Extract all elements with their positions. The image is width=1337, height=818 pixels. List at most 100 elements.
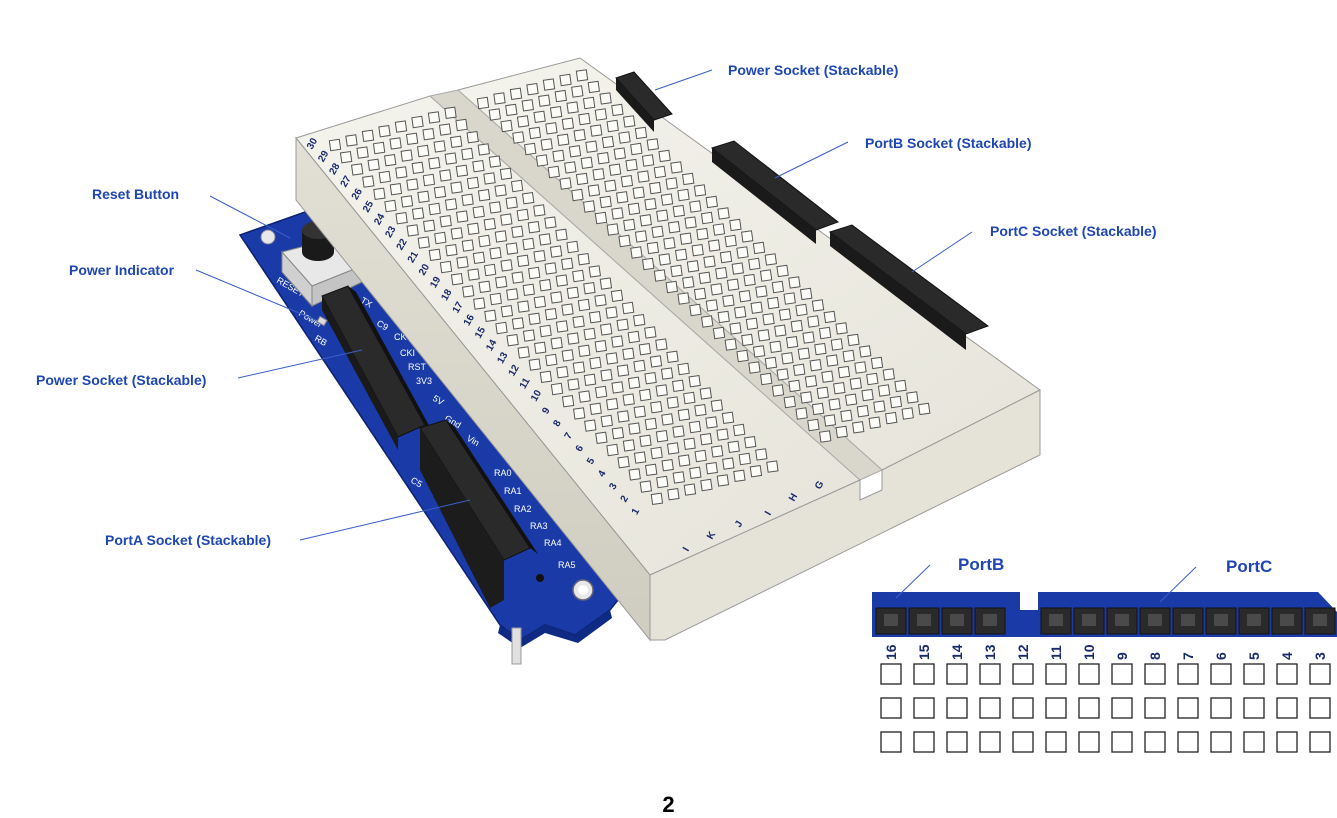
breadboard-hole bbox=[605, 397, 619, 411]
breadboard-hole bbox=[644, 371, 657, 385]
pcb-label: CKI bbox=[400, 348, 415, 358]
breadboard-hole bbox=[422, 173, 436, 187]
breadboard-hole bbox=[717, 207, 730, 220]
breadboard-hole bbox=[552, 149, 565, 163]
breadboard-hole bbox=[378, 170, 392, 184]
breadboard-hole bbox=[611, 103, 624, 117]
breadboard-hole bbox=[527, 220, 541, 234]
breadboard-hole bbox=[729, 322, 742, 335]
breadboard-hole bbox=[560, 257, 574, 271]
breadboard-hole bbox=[683, 483, 697, 496]
inset-label-portb: PortB bbox=[958, 555, 1004, 574]
breadboard-hole bbox=[389, 182, 403, 196]
breadboard-hole bbox=[700, 478, 713, 492]
breadboard-hole bbox=[906, 391, 919, 404]
breadboard-hole bbox=[781, 352, 794, 365]
breadboard-hole bbox=[378, 124, 391, 138]
breadboard-hole bbox=[606, 119, 619, 133]
inset-socket-hole bbox=[983, 614, 997, 626]
breadboard-hole bbox=[389, 137, 402, 150]
callout-power-indicator: Power Indicator bbox=[69, 262, 175, 278]
breadboard-hole bbox=[516, 208, 530, 222]
inset-socket-hole bbox=[950, 614, 964, 626]
breadboard-hole bbox=[738, 289, 752, 303]
breadboard-hole bbox=[774, 324, 787, 337]
row-number: 30 bbox=[305, 136, 320, 152]
breadboard-hole bbox=[644, 197, 657, 211]
breadboard-hole bbox=[589, 124, 603, 137]
breadboard-hole bbox=[527, 266, 541, 280]
inset-pin-number: 8 bbox=[1147, 652, 1163, 660]
pcb-label: CKO bbox=[394, 332, 414, 342]
breadboard-hole bbox=[628, 422, 641, 435]
breadboard-hole bbox=[395, 211, 408, 225]
breadboard-hole bbox=[495, 321, 508, 335]
inset-hole bbox=[913, 697, 935, 719]
breadboard-hole bbox=[556, 365, 569, 379]
breadboard-hole bbox=[599, 323, 613, 336]
breadboard-hole bbox=[467, 222, 480, 236]
row-number: 21 bbox=[406, 249, 421, 265]
inset-hole bbox=[1045, 663, 1067, 685]
breadboard-hole bbox=[807, 418, 820, 432]
breadboard-hole bbox=[516, 254, 530, 268]
breadboard-hole bbox=[889, 395, 903, 409]
breadboard-hole bbox=[400, 195, 414, 208]
breadboard-hole bbox=[653, 165, 667, 179]
row-number: 19 bbox=[428, 275, 443, 291]
breadboard-hole bbox=[577, 298, 591, 312]
breadboard-hole bbox=[740, 230, 754, 243]
breadboard-hole bbox=[722, 294, 735, 308]
breadboard-hole bbox=[866, 372, 879, 386]
breadboard-hole bbox=[512, 131, 525, 144]
breadboard-hole bbox=[611, 207, 624, 220]
breadboard-hole bbox=[449, 135, 463, 149]
breadboard-hole bbox=[795, 407, 808, 420]
breadboard-hole bbox=[594, 211, 608, 225]
row-number: 9 bbox=[540, 405, 553, 416]
breadboard-hole bbox=[400, 149, 413, 162]
breadboard-hole bbox=[788, 379, 801, 393]
breadboard-hole bbox=[523, 142, 537, 156]
callout-reset-button: Reset Button bbox=[92, 186, 179, 202]
breadboard-hole bbox=[749, 464, 763, 478]
inset-pin-number: 10 bbox=[1081, 644, 1097, 660]
breadboard-hole bbox=[689, 303, 702, 317]
power-indicator-led bbox=[316, 315, 328, 327]
breadboard-hole bbox=[766, 296, 780, 310]
breadboard-hole bbox=[439, 214, 452, 228]
header-pin bbox=[511, 627, 522, 665]
breadboard-hole bbox=[433, 140, 446, 153]
breadboard-hole bbox=[656, 475, 669, 489]
inset-hole bbox=[880, 697, 902, 719]
breadboard-hole bbox=[564, 161, 577, 174]
inset-socket-hole bbox=[1247, 614, 1261, 626]
inset-socket-hole bbox=[1148, 614, 1162, 626]
breadboard-hole bbox=[444, 106, 457, 120]
breadboard-hole bbox=[653, 269, 667, 282]
breadboard-hole bbox=[488, 201, 502, 214]
breadboard-hole bbox=[809, 358, 822, 372]
breadboard-hole bbox=[764, 253, 778, 266]
breadboard-hole bbox=[712, 326, 726, 340]
breadboard-hole bbox=[634, 230, 648, 243]
breadboard-hole bbox=[535, 154, 549, 167]
inset-hole bbox=[1111, 731, 1133, 753]
breadboard-hole bbox=[599, 195, 612, 209]
breadboard-hole bbox=[561, 394, 575, 408]
row-number: 13 bbox=[495, 350, 510, 366]
breadboard-hole bbox=[877, 384, 891, 397]
breadboard-hole bbox=[521, 191, 535, 205]
breadboard-hole bbox=[466, 130, 479, 144]
row-number: 23 bbox=[383, 224, 398, 240]
breadboard-hole bbox=[667, 487, 680, 501]
breadboard-hole bbox=[681, 172, 695, 186]
breadboard-hole bbox=[494, 230, 508, 243]
inset-pin-number: 14 bbox=[949, 644, 965, 660]
breadboard-hole bbox=[732, 423, 746, 437]
breadboard-hole bbox=[627, 330, 641, 344]
breadboard-hole bbox=[699, 387, 713, 400]
breadboard-hole bbox=[539, 370, 553, 384]
breadboard-hole bbox=[461, 239, 475, 252]
